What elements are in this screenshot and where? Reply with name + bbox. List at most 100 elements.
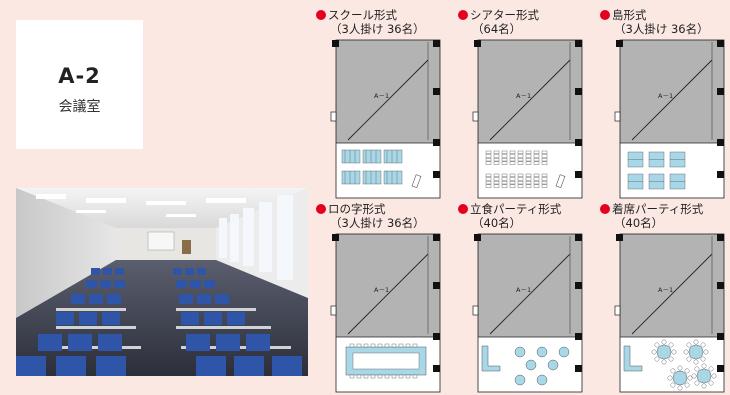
chair: [701, 383, 707, 389]
floor-plan: A－1: [472, 232, 588, 395]
chair: [377, 343, 383, 348]
bullet-dot-icon: [600, 204, 610, 214]
door: [330, 305, 337, 316]
pillar: [474, 40, 481, 47]
chair: [509, 173, 516, 177]
layout-capacity: （40名）: [614, 216, 664, 230]
diagonal-line: [489, 253, 571, 335]
chair: [686, 342, 692, 348]
chair: [677, 385, 683, 391]
chair: [501, 150, 508, 154]
floor-plan-drawing: A－1: [472, 233, 583, 393]
buffet-counter: [481, 345, 501, 372]
bullet-dot-icon: [600, 10, 610, 20]
chair: [405, 374, 411, 379]
chair: [525, 184, 532, 188]
chair: [501, 184, 508, 188]
chair: [509, 157, 516, 162]
pillar: [575, 365, 582, 372]
chair: [694, 380, 700, 386]
chair: [493, 150, 500, 154]
chair: [485, 173, 492, 177]
room-label: A－1: [374, 286, 389, 294]
round-table: [514, 374, 526, 386]
chair: [509, 184, 516, 188]
chair: [703, 349, 709, 355]
buffet-counter: [623, 345, 643, 372]
chair: [485, 161, 492, 165]
door: [472, 111, 479, 122]
chair: [533, 184, 540, 188]
chair: [509, 161, 516, 165]
chair: [412, 374, 418, 379]
chair: [651, 349, 657, 355]
chair: [700, 342, 706, 348]
round-table: [558, 346, 570, 358]
chair: [541, 173, 548, 177]
floor-plan: A－1: [614, 38, 730, 201]
pillar: [433, 234, 440, 241]
pillar: [575, 139, 582, 146]
chair: [485, 157, 492, 162]
layout-seated-party: 着席パーティ形式 （40名） A－1: [600, 202, 725, 393]
chair: [533, 150, 540, 154]
pillar: [575, 171, 582, 178]
chair: [525, 177, 532, 181]
chair: [349, 374, 355, 379]
pillar: [717, 234, 724, 241]
chair: [667, 375, 673, 381]
pillar: [575, 333, 582, 340]
chair: [349, 343, 355, 348]
chair: [501, 154, 508, 158]
room-floor-area: [620, 234, 724, 337]
bullet-dot-icon: [316, 204, 326, 214]
chair: [398, 343, 404, 348]
desk: [341, 170, 361, 185]
chair: [533, 180, 540, 185]
chair: [509, 154, 516, 158]
chair: [671, 349, 677, 355]
chair: [691, 373, 697, 379]
layout-standing-party: 立食パーティ形式 （40名） A－1: [458, 202, 583, 393]
chair: [541, 184, 548, 188]
layout-capacity: （3人掛け 36名）: [330, 22, 425, 36]
room-floor-area: [478, 234, 582, 337]
chair: [501, 180, 508, 185]
layout-capacity: （64名）: [472, 22, 522, 36]
layout-capacity: （40名）: [472, 216, 522, 230]
chair: [677, 365, 683, 371]
chair: [661, 359, 667, 365]
floor-plan-drawing: A－1: [614, 39, 725, 199]
layout-title: 立食パーティ形式: [470, 202, 562, 216]
chair: [509, 177, 516, 181]
chair: [370, 374, 376, 379]
chair: [517, 173, 524, 177]
chair: [493, 173, 500, 177]
chair: [525, 157, 532, 162]
layout-u-shape: ロの字形式 （3人掛け 36名） A－1: [316, 202, 441, 393]
diagonal-line: [489, 59, 571, 141]
chair: [493, 154, 500, 158]
round-table: [656, 344, 672, 360]
chair: [533, 161, 540, 165]
chair: [485, 180, 492, 185]
chair: [686, 356, 692, 362]
chair: [687, 375, 693, 381]
floor-plan-drawing: A－1: [472, 39, 583, 199]
chair: [670, 368, 676, 374]
lectern: [555, 174, 566, 189]
chair: [517, 157, 524, 162]
chair: [701, 363, 707, 369]
pillar: [332, 234, 339, 241]
chair: [517, 180, 524, 185]
chair: [525, 161, 532, 165]
pillar: [433, 88, 440, 95]
floor-plan-drawing: A－1: [614, 233, 725, 393]
chair: [356, 343, 362, 348]
chair: [485, 184, 492, 188]
room-seating-area: [620, 143, 724, 198]
room-label: A－1: [658, 286, 673, 294]
chair: [525, 154, 532, 158]
chair: [377, 374, 383, 379]
bullet-dot-icon: [458, 204, 468, 214]
